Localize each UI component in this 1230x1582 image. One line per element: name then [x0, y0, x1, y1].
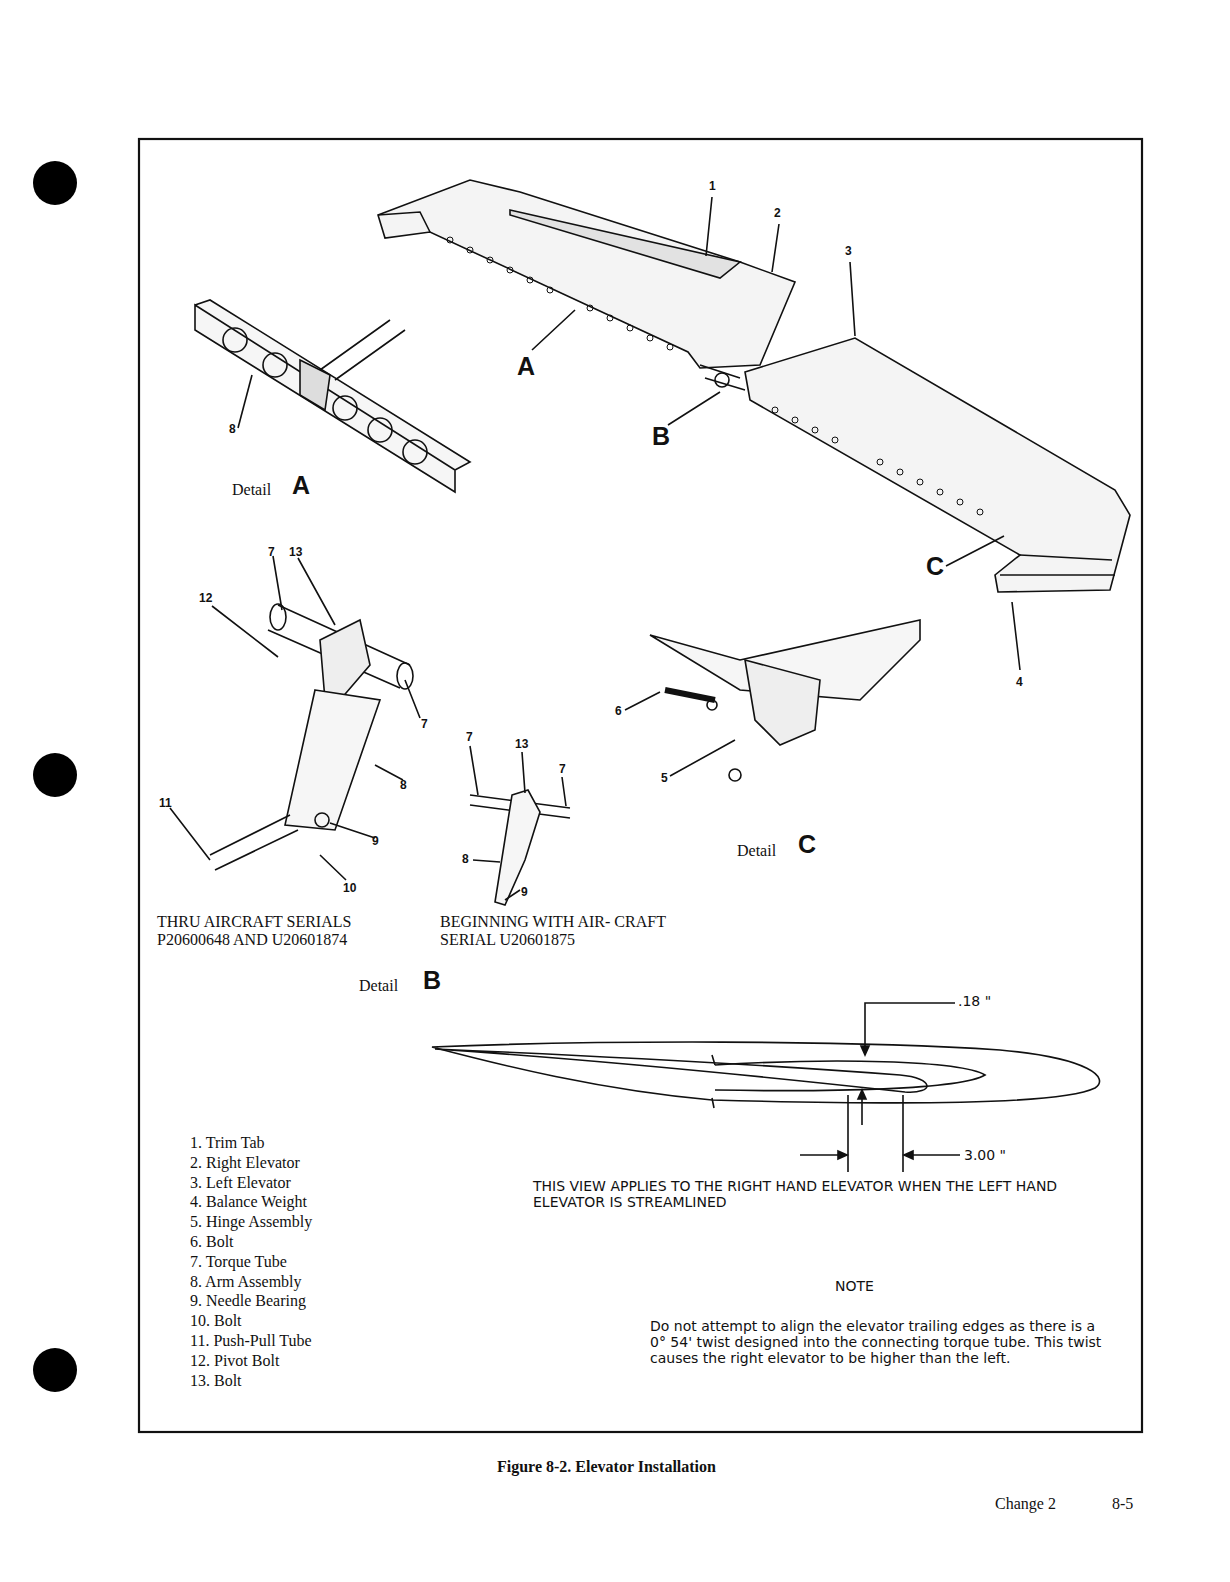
view-note: THIS VIEW APPLIES TO THE RIGHT HAND ELEV…: [533, 1178, 1063, 1210]
callout-number: 3: [845, 245, 852, 259]
detail-letter: B: [652, 422, 670, 451]
callout-number: 12: [199, 592, 212, 606]
dimension-label: .18 ": [958, 993, 991, 1009]
callout-number: 5: [661, 772, 668, 786]
detail-letter: C: [926, 552, 944, 581]
detail-letter: A: [517, 352, 535, 381]
callout-number: 9: [521, 886, 528, 900]
parts-list-item: 5. Hinge Assembly: [190, 1213, 312, 1231]
detail-label: Detail: [359, 977, 398, 995]
callout-number: 7: [268, 546, 275, 560]
parts-list-item: 3. Left Elevator: [190, 1174, 291, 1192]
detail-letter: B: [423, 966, 441, 995]
parts-list-item: 9. Needle Bearing: [190, 1292, 306, 1310]
parts-list-item: 13. Bolt: [190, 1372, 242, 1390]
callout-number: 7: [466, 731, 473, 745]
parts-list-item: 11. Push-Pull Tube: [190, 1332, 312, 1350]
parts-list-item: 8. Arm Assembly: [190, 1273, 302, 1291]
serial-note: BEGINNING WITH AIR- CRAFT SERIAL U206018…: [440, 913, 700, 950]
callout-number: 6: [615, 705, 622, 719]
callout-number: 10: [343, 882, 356, 896]
serial-note: THRU AIRCRAFT SERIALS P20600648 AND U206…: [157, 913, 417, 950]
parts-list-item: 1. Trim Tab: [190, 1134, 265, 1152]
callout-number: 4: [1016, 676, 1023, 690]
note-heading: NOTE: [835, 1278, 874, 1294]
callout-number: 9: [372, 835, 379, 849]
callout-number: 8: [400, 779, 407, 793]
callout-number: 13: [289, 546, 302, 560]
detail-letter: A: [292, 471, 310, 500]
detail-label: Detail: [232, 481, 271, 499]
parts-list-item: 7. Torque Tube: [190, 1253, 287, 1271]
parts-list-item: 2. Right Elevator: [190, 1154, 300, 1172]
parts-list-item: 6. Bolt: [190, 1233, 234, 1251]
callout-number: 7: [559, 763, 566, 777]
detail-label: Detail: [737, 842, 776, 860]
parts-list-item: 10. Bolt: [190, 1312, 242, 1330]
note-text: Do not attempt to align the elevator tra…: [650, 1318, 1105, 1366]
callout-number: 7: [421, 718, 428, 732]
callout-number: 11: [159, 797, 172, 811]
callout-number: 8: [462, 853, 469, 867]
figure-caption: Figure 8-2. Elevator Installation: [497, 1458, 716, 1476]
dimension-label: 3.00 ": [964, 1147, 1006, 1163]
parts-list-item: 4. Balance Weight: [190, 1193, 307, 1211]
parts-list-item: 12. Pivot Bolt: [190, 1352, 279, 1370]
callout-number: 13: [515, 738, 528, 752]
callout-number: 2: [774, 207, 781, 221]
detail-letter: C: [798, 830, 816, 859]
callout-number: 1: [709, 180, 716, 194]
change-mark: Change 2: [995, 1495, 1056, 1513]
callout-number: 8: [229, 423, 236, 437]
page-number: 8-5: [1112, 1495, 1133, 1513]
